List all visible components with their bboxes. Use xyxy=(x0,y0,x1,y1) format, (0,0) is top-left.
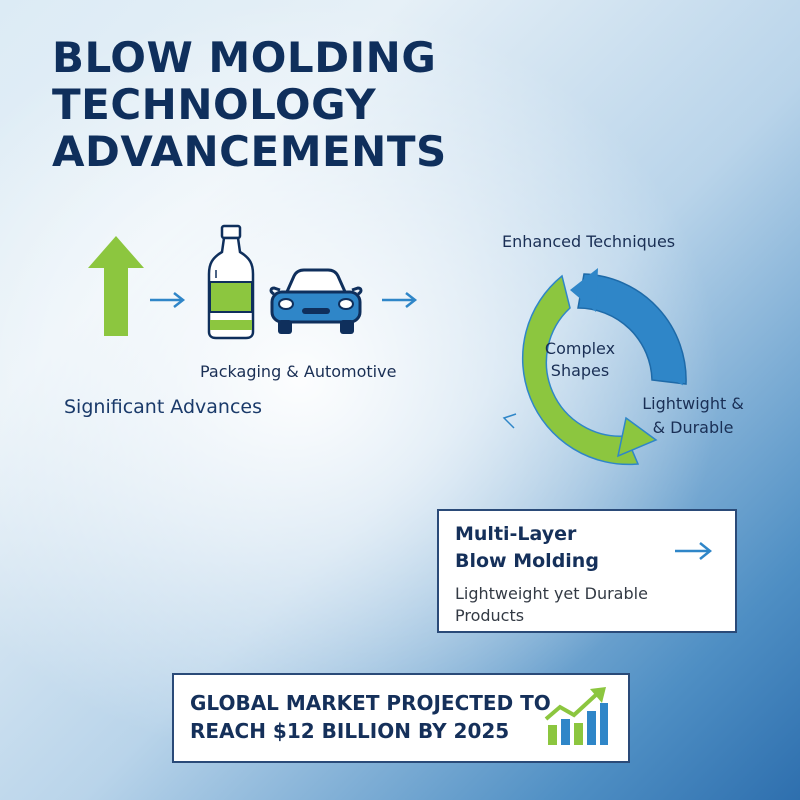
bottle-icon xyxy=(207,224,255,340)
title-line-2: TECHNOLOGY xyxy=(52,80,377,129)
market-line-2: REACH $12 BILLION BY 2025 xyxy=(190,719,510,743)
complex-shapes-label: Complex Shapes xyxy=(530,338,630,382)
multi-layer-title: Multi-Layer Blow Molding xyxy=(455,521,599,575)
page-title: BLOW MOLDING TECHNOLOGY ADVANCEMENTS xyxy=(52,34,472,175)
arrow-right-icon xyxy=(150,292,186,308)
ml-title-line-1: Multi-Layer xyxy=(455,523,577,545)
significant-advances-label: Significant Advances xyxy=(64,396,262,418)
cycle-arrows-icon xyxy=(502,268,687,466)
arrow-right-icon xyxy=(382,292,418,308)
ml-sub-line-2: Products xyxy=(455,606,525,625)
arrow-right-icon xyxy=(675,542,713,560)
ml-title-line-2: Blow Molding xyxy=(455,550,599,572)
market-text: GLOBAL MARKET PROJECTED TO REACH $12 BIL… xyxy=(190,689,551,745)
growth-chart-icon xyxy=(544,687,608,745)
title-line-1: BLOW MOLDING xyxy=(52,33,437,82)
ml-sub-line-1: Lightweight yet Durable xyxy=(455,584,648,603)
center-line-2: Shapes xyxy=(550,361,610,380)
global-market-card: GLOBAL MARKET PROJECTED TO REACH $12 BIL… xyxy=(172,673,630,763)
market-line-1: GLOBAL MARKET PROJECTED TO xyxy=(190,691,551,715)
side-line-1: Lightwight & xyxy=(642,394,744,413)
title-line-3: ADVANCEMENTS xyxy=(52,127,447,176)
arrow-up-icon xyxy=(88,236,144,336)
multi-layer-subtitle: Lightweight yet Durable Products xyxy=(455,583,648,627)
lightweight-durable-label: Lightwight & & Durable xyxy=(628,392,758,440)
packaging-automotive-label: Packaging & Automotive xyxy=(200,362,397,381)
multi-layer-card: Multi-Layer Blow Molding Lightweight yet… xyxy=(437,509,737,633)
center-line-1: Complex xyxy=(544,339,616,358)
side-line-2: & Durable xyxy=(652,418,734,437)
cycle-title: Enhanced Techniques xyxy=(502,232,676,251)
car-icon xyxy=(269,268,363,334)
